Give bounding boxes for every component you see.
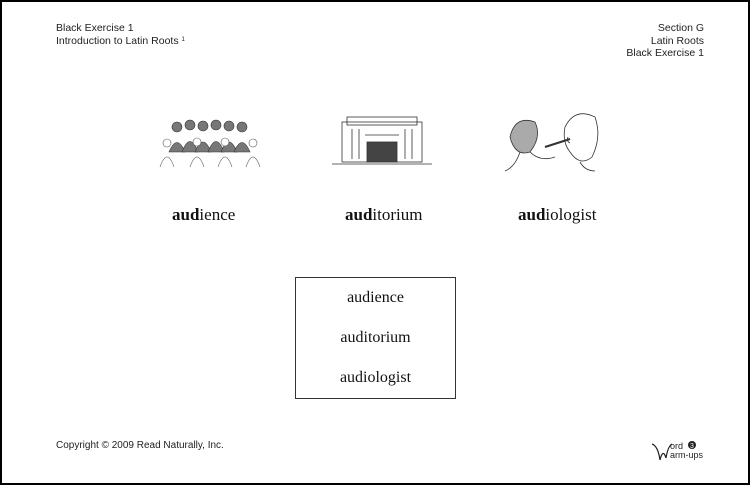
header-right: Section G Latin Roots Black Exercise 1	[626, 22, 704, 60]
lesson-title-text: Introduction to Latin Roots	[56, 34, 179, 47]
word-root: aud	[172, 205, 200, 224]
word-audiologist: audiologist	[518, 205, 596, 225]
svg-text:arm-ups: arm-ups	[670, 450, 704, 460]
word-list-item: audiologist	[339, 369, 412, 386]
exercise-title: Black Exercise 1	[56, 22, 134, 34]
copyright-text: Copyright © 2009 Read Naturally, Inc.	[56, 440, 224, 451]
word-warm-ups-logo: ord 3 arm-ups	[651, 441, 704, 461]
svg-text:3: 3	[690, 443, 694, 450]
word-list-box: audience auditorium audiologist	[295, 277, 456, 399]
auditorium-building-image	[332, 116, 432, 165]
word-list-item: audience	[347, 289, 404, 306]
word-root: aud	[518, 205, 546, 224]
audiologist-image	[504, 113, 599, 172]
topic-label: Latin Roots	[650, 34, 704, 47]
word-auditorium: auditorium	[345, 205, 422, 225]
exercise-label: Black Exercise 1	[626, 47, 704, 59]
word-audience: audience	[172, 205, 235, 225]
lesson-title: Introduction to Latin Roots 1	[56, 35, 185, 48]
word-suffix: itorium	[372, 205, 423, 224]
audience-crowd-image	[159, 119, 261, 168]
word-root: aud	[345, 205, 373, 224]
section-label: Section G	[657, 22, 704, 34]
svg-text:ord: ord	[670, 441, 683, 451]
word-suffix: ience	[199, 205, 236, 224]
word-suffix: iologist	[545, 205, 597, 224]
header-left: Black Exercise 1 Introduction to Latin R…	[56, 22, 185, 47]
footnote-marker: 1	[181, 36, 185, 43]
word-list-item: auditorium	[340, 329, 411, 346]
